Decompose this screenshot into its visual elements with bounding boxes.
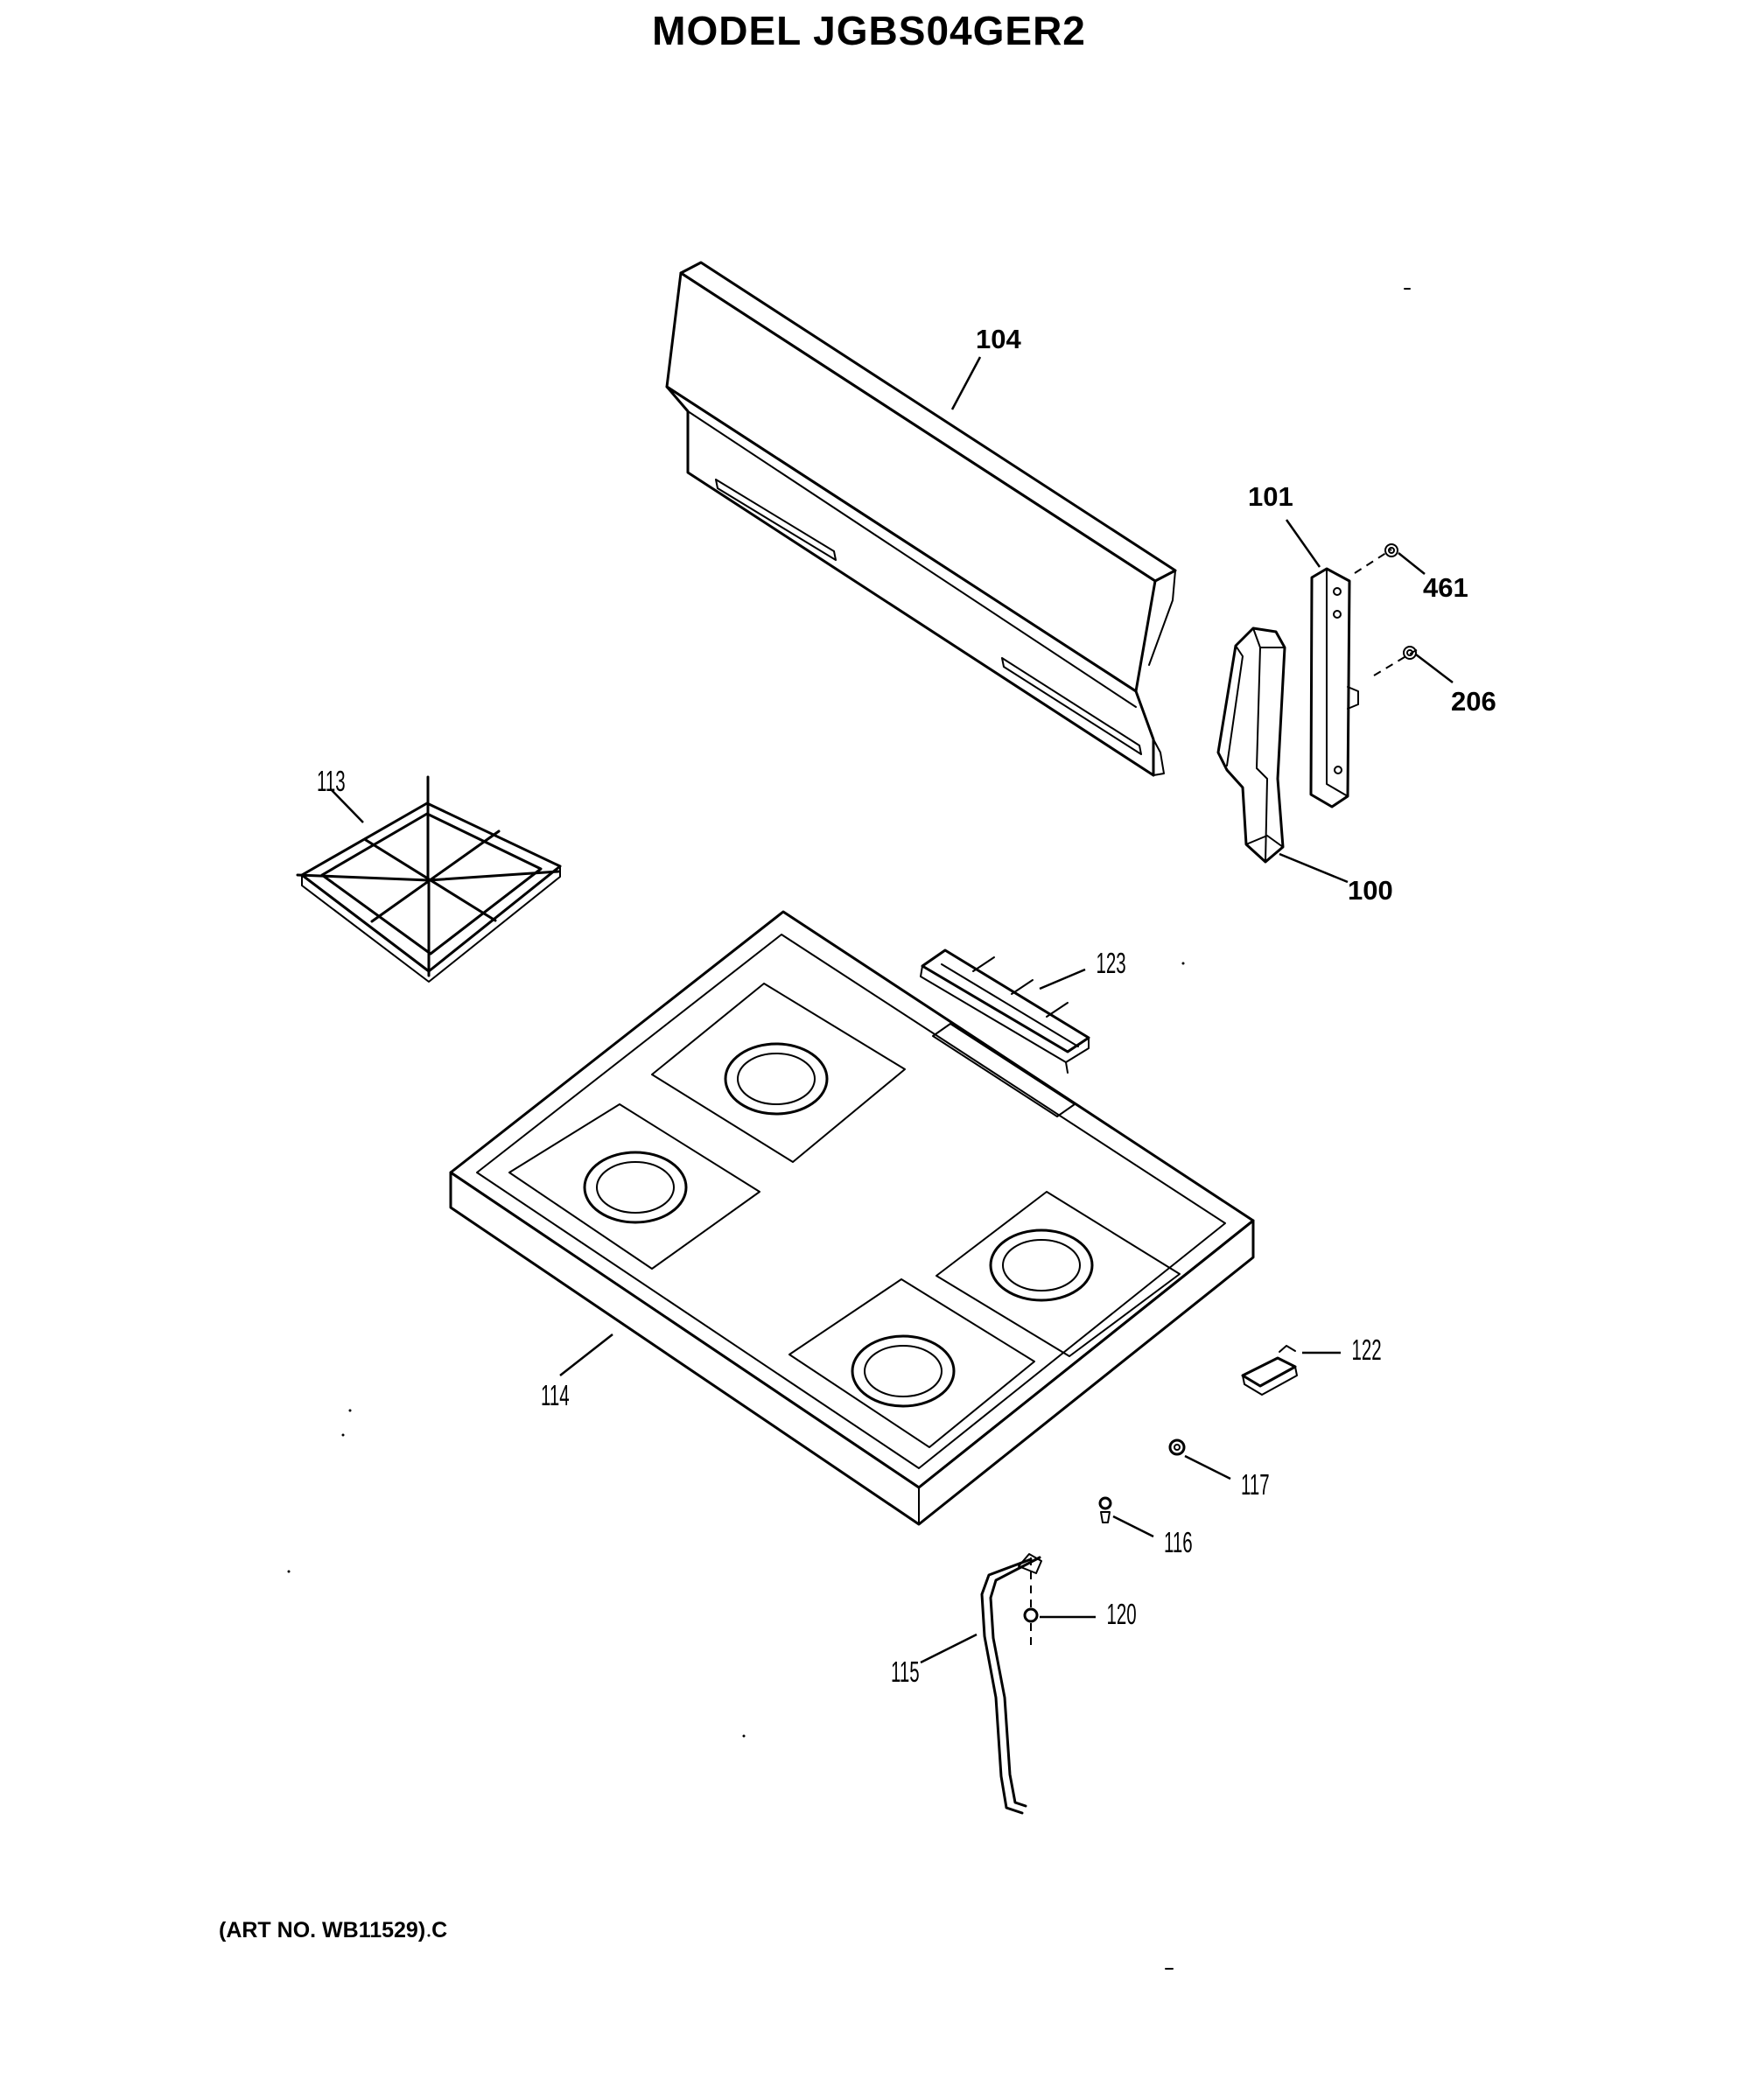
callout-100: 100 bbox=[1348, 875, 1393, 906]
part-115-gas-tube bbox=[980, 1553, 1042, 1815]
part-122-clip bbox=[1241, 1345, 1298, 1396]
callout-120: 120 bbox=[1106, 1598, 1136, 1630]
leader-lines bbox=[330, 356, 1454, 1664]
part-120-screw bbox=[1023, 1558, 1039, 1645]
page-title: MODEL JGBS04GER2 bbox=[652, 8, 1086, 53]
part-101-bracket bbox=[1309, 567, 1359, 808]
art-number: (ART NO. WB11529) C bbox=[219, 1918, 448, 1942]
callout-116: 116 bbox=[1164, 1526, 1193, 1558]
callout-101: 101 bbox=[1248, 481, 1293, 512]
part-100-end-cap bbox=[1216, 626, 1286, 864]
callout-115: 115 bbox=[891, 1656, 920, 1688]
scan-specks bbox=[287, 288, 1411, 1970]
part-206-screw bbox=[1373, 646, 1419, 676]
callout-104: 104 bbox=[976, 324, 1021, 354]
part-461-screw bbox=[1354, 543, 1398, 574]
callout-123: 123 bbox=[1096, 947, 1125, 979]
part-114-cooktop bbox=[449, 910, 1255, 1526]
callout-206: 206 bbox=[1451, 686, 1496, 717]
callout-labels: 104 101 461 206 100 113 123 114 122 117 … bbox=[317, 324, 1496, 1688]
part-123-vent-grille bbox=[920, 948, 1090, 1074]
part-113-burner-grate bbox=[296, 775, 562, 983]
callout-117: 117 bbox=[1241, 1468, 1270, 1501]
part-117-nut bbox=[1168, 1438, 1186, 1456]
callout-461: 461 bbox=[1423, 572, 1468, 603]
callout-122: 122 bbox=[1351, 1334, 1381, 1366]
callout-113: 113 bbox=[317, 765, 346, 797]
part-116-fitting bbox=[1098, 1496, 1112, 1523]
part-104-backsplash bbox=[665, 261, 1177, 777]
callout-114: 114 bbox=[541, 1379, 570, 1411]
